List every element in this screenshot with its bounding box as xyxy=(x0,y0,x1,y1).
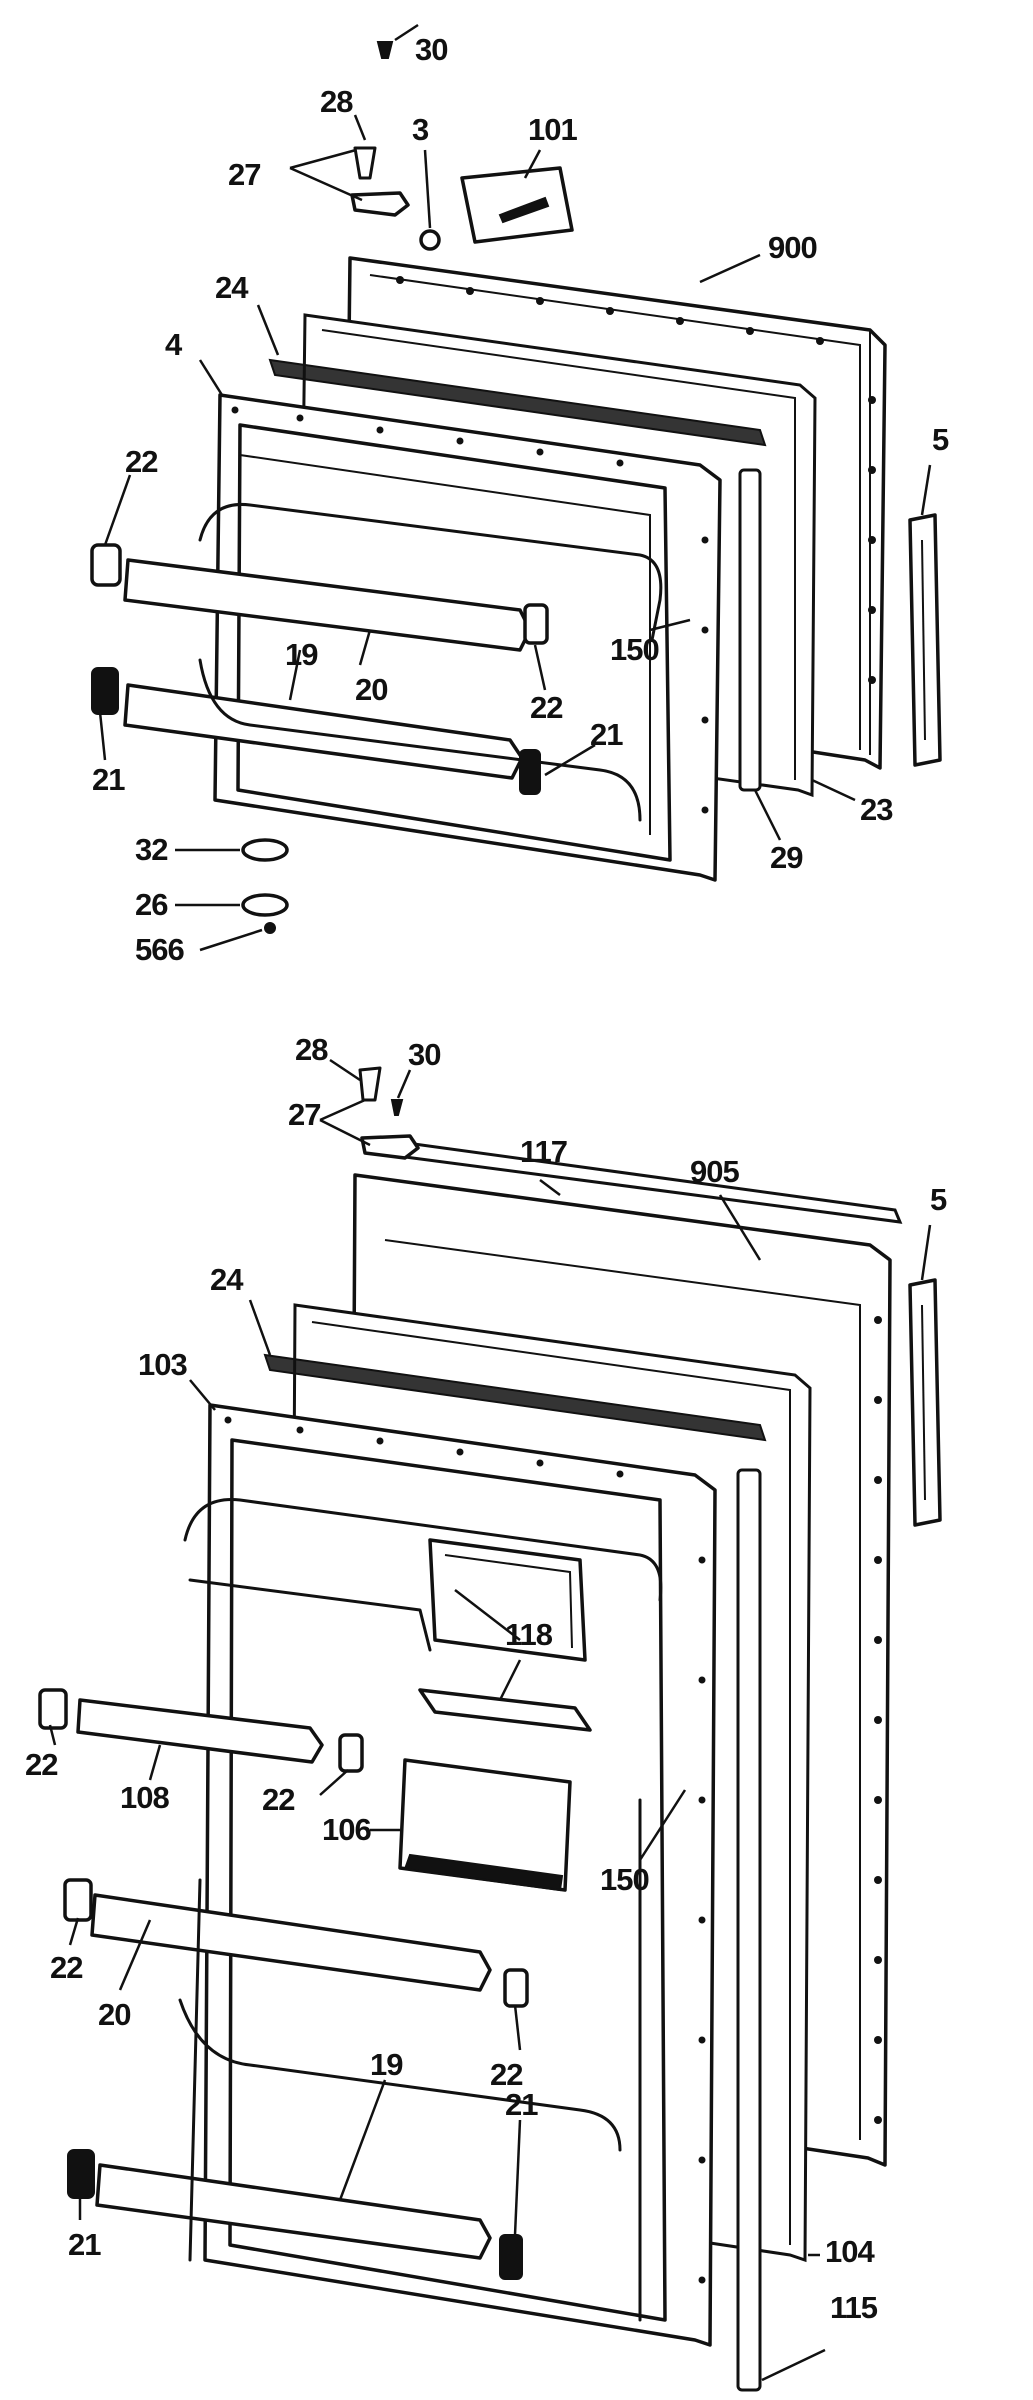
label-22: 22 xyxy=(125,444,157,479)
label-30: 30 xyxy=(408,1037,440,1072)
breaker-strip-top xyxy=(268,358,767,447)
label-22: 22 xyxy=(530,690,562,725)
label-566: 566 xyxy=(135,932,184,967)
label-29: 29 xyxy=(770,840,803,875)
label-108: 108 xyxy=(120,1780,169,1815)
label-24: 24 xyxy=(210,1262,244,1297)
label-19: 19 xyxy=(370,2047,403,2082)
inner-door-liner-lower xyxy=(76,1403,717,2347)
label-24: 24 xyxy=(215,270,249,305)
label-27: 27 xyxy=(288,1097,320,1132)
vertical-seal-strip xyxy=(738,468,762,792)
label-117: 117 xyxy=(520,1134,567,1169)
label-104: 104 xyxy=(825,2234,875,2269)
label-21: 21 xyxy=(505,2087,538,2122)
door-handle-lower xyxy=(908,1278,942,1527)
label-22: 22 xyxy=(490,2057,522,2092)
label-150: 150 xyxy=(600,1862,649,1897)
label-21: 21 xyxy=(68,2227,101,2262)
label-21: 21 xyxy=(92,762,125,797)
label-4: 4 xyxy=(165,327,183,362)
label-115: 115 xyxy=(830,2290,878,2325)
bottom-hinge-parts xyxy=(241,838,289,934)
label-106: 106 xyxy=(322,1812,371,1847)
lower-hinge-parts xyxy=(358,1066,420,1160)
label-28: 28 xyxy=(320,84,353,119)
label-21: 21 xyxy=(590,717,623,752)
label-150: 150 xyxy=(610,632,659,667)
lower-leader-lines xyxy=(48,1058,932,2382)
label-20: 20 xyxy=(98,1997,130,2032)
breaker-strip-lower xyxy=(263,1353,767,1442)
label-103: 103 xyxy=(138,1347,187,1382)
label-3: 3 xyxy=(412,112,429,147)
top-leader-lines xyxy=(98,23,932,952)
label-22: 22 xyxy=(262,1782,294,1817)
label-30: 30 xyxy=(415,32,447,67)
label-118: 118 xyxy=(505,1617,553,1652)
shelf-end-caps-lower xyxy=(38,1688,529,2280)
bottom-door-assembly: 28 30 27 117 905 5 24 103 118 22 108 22 … xyxy=(25,1032,948,2392)
label-22: 22 xyxy=(25,1747,57,1782)
label-5: 5 xyxy=(932,422,949,457)
label-101: 101 xyxy=(528,112,577,147)
label-5: 5 xyxy=(930,1182,947,1217)
label-28: 28 xyxy=(295,1032,328,1067)
label-26: 26 xyxy=(135,887,168,922)
label-27: 27 xyxy=(228,157,260,192)
label-20: 20 xyxy=(355,672,387,707)
label-900: 900 xyxy=(768,230,817,265)
label-19: 19 xyxy=(285,637,318,672)
door-handle-top xyxy=(908,513,942,767)
top-hinge-parts xyxy=(350,41,574,251)
label-22: 22 xyxy=(50,1950,82,1985)
label-905: 905 xyxy=(690,1154,739,1189)
inner-door-liner xyxy=(123,393,722,882)
top-door-assembly: 30 28 3 101 27 900 24 4 5 22 150 19 20 2… xyxy=(90,23,950,967)
label-23: 23 xyxy=(860,792,893,827)
label-32: 32 xyxy=(135,832,167,867)
vertical-seal-strip-lower xyxy=(736,1468,762,2392)
shelf-end-caps xyxy=(90,543,549,795)
